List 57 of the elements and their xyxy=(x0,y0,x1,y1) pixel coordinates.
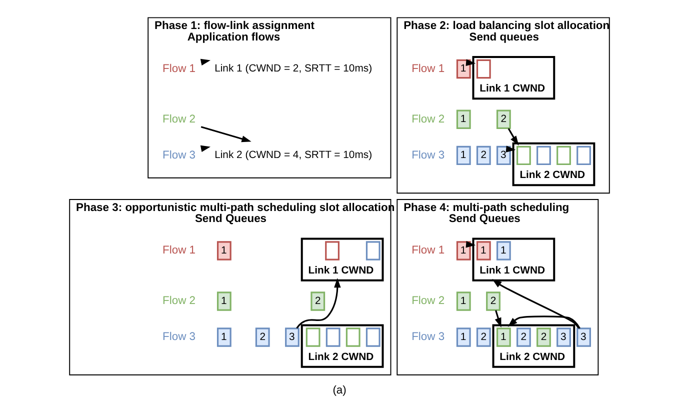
node-box: 1 xyxy=(216,328,231,347)
node-text: Flow 3 xyxy=(411,149,444,162)
node-text: Flow 1 xyxy=(162,244,196,257)
node-box: 1 xyxy=(456,292,470,311)
node-box: 2 xyxy=(536,328,550,347)
node-box xyxy=(556,146,570,166)
node-box: 1 xyxy=(476,241,490,260)
node-text: Flow 1 xyxy=(411,244,444,257)
node-box: 2 xyxy=(486,292,500,311)
node-box: 3 xyxy=(556,328,570,347)
node-box xyxy=(516,146,530,166)
cluster: Link 1 CWND xyxy=(472,56,555,100)
node-text: Flow 2 xyxy=(411,295,444,308)
node-text: Link 2 (CWND = 4, SRTT = 10ms) xyxy=(214,150,372,162)
node-text: Flow 3 xyxy=(162,331,196,344)
arrow xyxy=(507,316,580,329)
node-box: 1 xyxy=(496,241,510,260)
arrow xyxy=(507,128,518,146)
cluster: Link 2 CWND xyxy=(512,142,595,186)
arrow xyxy=(296,278,340,329)
arrow xyxy=(200,126,251,142)
node-box xyxy=(325,328,340,347)
node-box xyxy=(345,328,360,347)
node-text: Flow 3 xyxy=(162,149,196,162)
node-text: Link 1 (CWND = 2, SRTT = 10ms) xyxy=(214,64,372,75)
node-box: 2 xyxy=(310,292,325,311)
node-text: Flow 2 xyxy=(411,113,444,126)
node-box: 1 xyxy=(456,328,470,347)
node-box: 3 xyxy=(284,328,299,347)
node-box xyxy=(536,146,550,166)
node-box: 2 xyxy=(496,110,510,130)
node-box: 1 xyxy=(216,292,231,311)
node-box: 2 xyxy=(254,328,270,347)
node-box xyxy=(365,328,380,347)
node-box xyxy=(305,328,320,347)
node-box: 2 xyxy=(476,146,490,166)
node-box: 1 xyxy=(456,110,470,130)
arrow xyxy=(492,278,579,329)
node-box: 1 xyxy=(496,328,510,347)
node-box: 1 xyxy=(456,146,470,166)
node-box xyxy=(324,241,339,260)
cluster: Link 1 CWND xyxy=(300,238,384,282)
node-text: Flow 3 xyxy=(411,331,444,344)
caption: (a) xyxy=(332,384,346,396)
node-text: Flow 2 xyxy=(162,113,196,126)
node-box: 1 xyxy=(216,241,231,260)
node-box: 2 xyxy=(516,328,530,347)
node-text: Flow 1 xyxy=(162,62,196,75)
node-box xyxy=(365,241,380,260)
node-box: 3 xyxy=(576,328,590,347)
arrow xyxy=(494,310,501,328)
node-box xyxy=(476,59,490,79)
cluster: Link 2 CWND xyxy=(300,324,384,368)
node-text: Flow 1 xyxy=(411,62,444,75)
node-text: Flow 2 xyxy=(162,295,196,308)
node-box: 2 xyxy=(476,328,490,347)
node-box xyxy=(576,146,590,166)
